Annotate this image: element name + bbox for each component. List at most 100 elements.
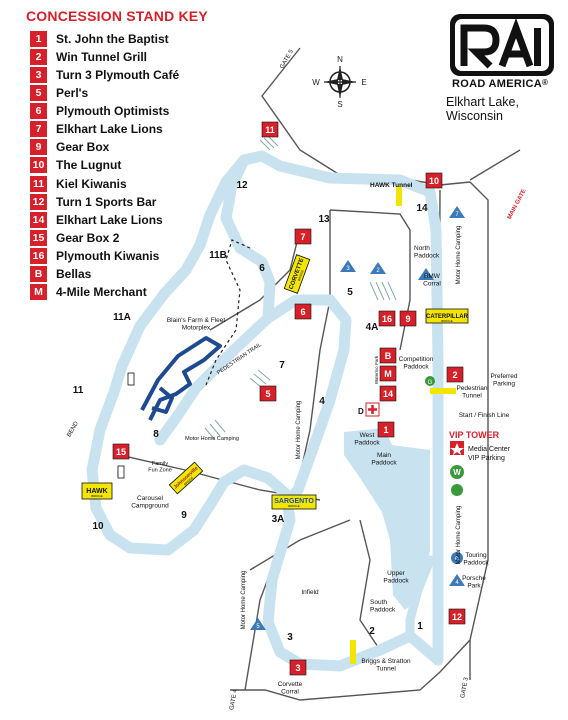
sargento-sign bbox=[271, 494, 317, 510]
key-item: M 4-Mile Merchant bbox=[30, 283, 179, 301]
stand-badge-10 bbox=[425, 172, 443, 189]
key-badge: 14 bbox=[30, 211, 47, 228]
stand-badge-15 bbox=[112, 443, 130, 460]
turn-number: 12 bbox=[236, 180, 248, 191]
stand-badge-label: 6 bbox=[300, 307, 305, 317]
svg-text:7: 7 bbox=[455, 212, 459, 218]
key-badge: B bbox=[30, 265, 47, 282]
key-name: 4-Mile Merchant bbox=[56, 285, 147, 300]
key-name: Perl's bbox=[56, 86, 89, 101]
key-badge: 15 bbox=[30, 229, 47, 246]
stand-badge-label: 5 bbox=[265, 389, 270, 399]
green-markers: G W bbox=[425, 376, 464, 496]
key-name: The Lugnut bbox=[56, 158, 122, 173]
turn-number: 5 bbox=[347, 287, 353, 298]
road-america-logo bbox=[450, 14, 554, 76]
key-name: Plymouth Optimists bbox=[56, 104, 170, 119]
hawk-bridge-label: BRIDGE bbox=[91, 494, 103, 498]
stand-badge-1 bbox=[377, 421, 395, 438]
key-item: 12 Turn 1 Sports Bar bbox=[30, 193, 179, 211]
map-label-gate5: GATE 5 bbox=[279, 48, 295, 70]
structure-outline bbox=[117, 465, 125, 479]
stand-badge-label: B bbox=[385, 351, 392, 361]
key-name: Turn 1 Sports Bar bbox=[56, 194, 157, 209]
stand-badge-label: 11 bbox=[265, 125, 275, 135]
turn-number: 3A bbox=[272, 514, 285, 525]
svg-text:3: 3 bbox=[346, 266, 350, 272]
brand-name: ROAD AMERICA® bbox=[452, 78, 549, 90]
key-name: Elkhart Lake Lions bbox=[56, 122, 163, 137]
key-name: Kiel Kiwanis bbox=[56, 176, 127, 191]
key-item: 1 St. John the Baptist bbox=[30, 30, 179, 48]
turn-number: 13 bbox=[318, 214, 330, 225]
map-label-main-gate: MAIN GATE bbox=[507, 188, 528, 220]
map-label-motor-home-camping: Motor Home Camping bbox=[296, 401, 302, 460]
key-name: St. John the Baptist bbox=[56, 31, 169, 46]
turn-number: 7 bbox=[279, 360, 285, 371]
stand-badge-label: 1 bbox=[383, 425, 388, 435]
corvette-sign bbox=[283, 254, 311, 294]
map-label-waterloo: Waterloo Park bbox=[374, 355, 379, 384]
turn-number: 6 bbox=[259, 263, 265, 274]
turn-number: 11A bbox=[113, 312, 131, 323]
svg-text:6: 6 bbox=[455, 556, 459, 563]
key-name: Plymouth Kiwanis bbox=[56, 248, 160, 263]
johnsonville-bridge-label: BRIDGE bbox=[183, 476, 194, 487]
stand-badge-label: 7 bbox=[300, 232, 305, 242]
turn-number: 4A bbox=[366, 322, 379, 333]
caterpillar-label: CATERPILLAR bbox=[426, 314, 469, 320]
key-badge: 1 bbox=[30, 30, 47, 47]
key-badge: 6 bbox=[30, 103, 47, 120]
compass-n: N bbox=[337, 55, 343, 64]
turn-number: 14 bbox=[416, 203, 428, 214]
key-badge: 5 bbox=[30, 85, 47, 102]
stand-badge-7 bbox=[294, 228, 312, 245]
stand-badge-5 bbox=[259, 385, 277, 402]
caterpillar-sign bbox=[425, 308, 469, 324]
svg-text:1: 1 bbox=[424, 274, 428, 280]
key-name: Win Tunnel Grill bbox=[56, 49, 147, 64]
pedestrian-trail-path bbox=[205, 239, 251, 386]
turn-number: 8 bbox=[153, 429, 159, 440]
key-badge: 10 bbox=[30, 157, 47, 174]
map-label-vip-tower: VIP TOWER bbox=[449, 430, 500, 440]
key-badge: 3 bbox=[30, 66, 47, 83]
stand-badge-label: 16 bbox=[382, 314, 392, 324]
paddock-areas bbox=[344, 428, 430, 610]
key-badge: 2 bbox=[30, 48, 47, 65]
stand-badge-3 bbox=[289, 659, 307, 676]
stand-badge-label: 14 bbox=[383, 389, 393, 399]
map-label-media-center: Media Center bbox=[468, 446, 511, 453]
map-label-motor-home-camping: Motor Home Camping bbox=[185, 436, 239, 442]
stand-badge-label: 15 bbox=[116, 447, 126, 457]
blue-markers: 7 3 2 1 6 4 5 bbox=[250, 206, 465, 630]
map-label-gate4: GATE 4 bbox=[229, 688, 239, 710]
stand-badge-12 bbox=[448, 608, 466, 625]
key-badge: 12 bbox=[30, 193, 47, 210]
brand-location: Elkhart Lake, Wisconsin bbox=[446, 95, 519, 123]
johnsonville-sign bbox=[168, 461, 204, 495]
stand-badge-2 bbox=[446, 366, 464, 383]
svg-text:2: 2 bbox=[376, 268, 380, 274]
stand-badge-B bbox=[379, 347, 397, 364]
stand-badge-label: 9 bbox=[405, 314, 410, 324]
turn-number: 4 bbox=[319, 396, 325, 407]
turn-number: 3 bbox=[287, 632, 293, 643]
map-label-infield: Infield bbox=[301, 589, 319, 596]
key-badge: M bbox=[30, 284, 47, 301]
stand-badge-M bbox=[379, 365, 397, 382]
